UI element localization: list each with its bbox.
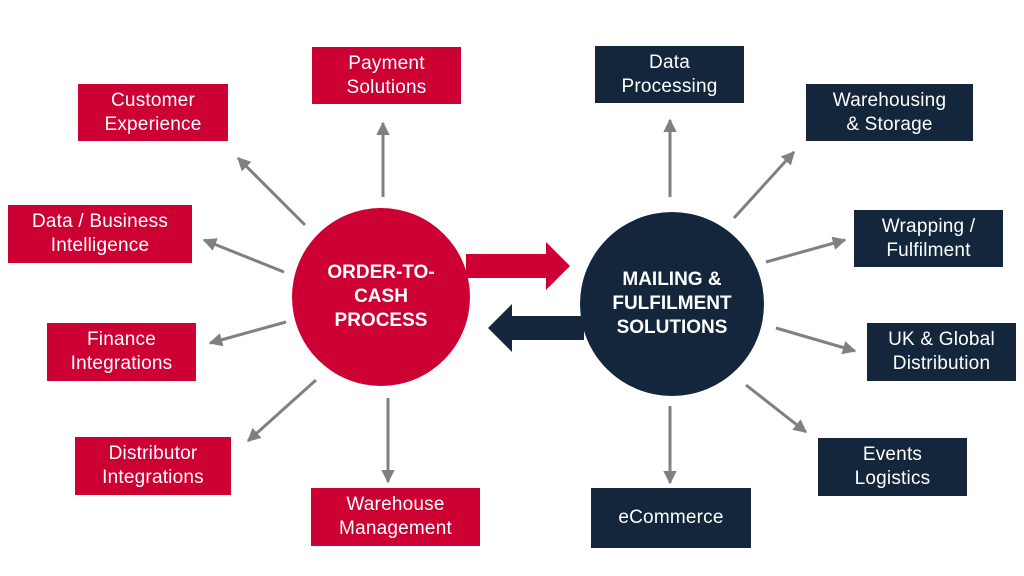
- warehouse-management-box: Warehouse Management: [311, 488, 480, 546]
- navy-arrow-to-order: [488, 304, 584, 352]
- ecommerce-box: eCommerce: [591, 488, 751, 548]
- arrow-to-uk-global-distribution: [775, 326, 857, 355]
- data-business-intelligence-box: Data / Business Intelligence: [8, 205, 192, 263]
- arrow-to-events-logistics: [745, 383, 808, 434]
- customer-experience-box: Customer Experience: [78, 84, 228, 141]
- red-arrow-to-mailing: [466, 242, 570, 290]
- arrow-to-warehousing-storage: [732, 150, 796, 220]
- mailing-fulfilment-hub: MAILING & FULFILMENT SOLUTIONS: [580, 212, 764, 396]
- order-to-cash-hub: ORDER-TO- CASH PROCESS: [292, 208, 470, 386]
- arrow-to-customer-experience: [236, 156, 307, 227]
- distributor-integrations-box: Distributor Integrations: [75, 437, 231, 495]
- payment-solutions-box: Payment Solutions: [312, 47, 461, 104]
- data-processing-box: Data Processing: [595, 46, 744, 103]
- warehousing-storage-box: Warehousing & Storage: [806, 84, 973, 141]
- uk-global-distribution-box: UK & Global Distribution: [867, 323, 1016, 381]
- arrow-to-data-business-intelligence: [202, 238, 285, 274]
- finance-integrations-box: Finance Integrations: [47, 323, 196, 381]
- wrapping-fulfilment-box: Wrapping / Fulfilment: [854, 210, 1003, 267]
- arrow-to-distributor-integrations: [246, 378, 318, 443]
- arrow-to-finance-integrations: [208, 320, 287, 347]
- events-logistics-box: Events Logistics: [818, 438, 967, 496]
- arrow-to-wrapping-fulfilment: [765, 236, 847, 264]
